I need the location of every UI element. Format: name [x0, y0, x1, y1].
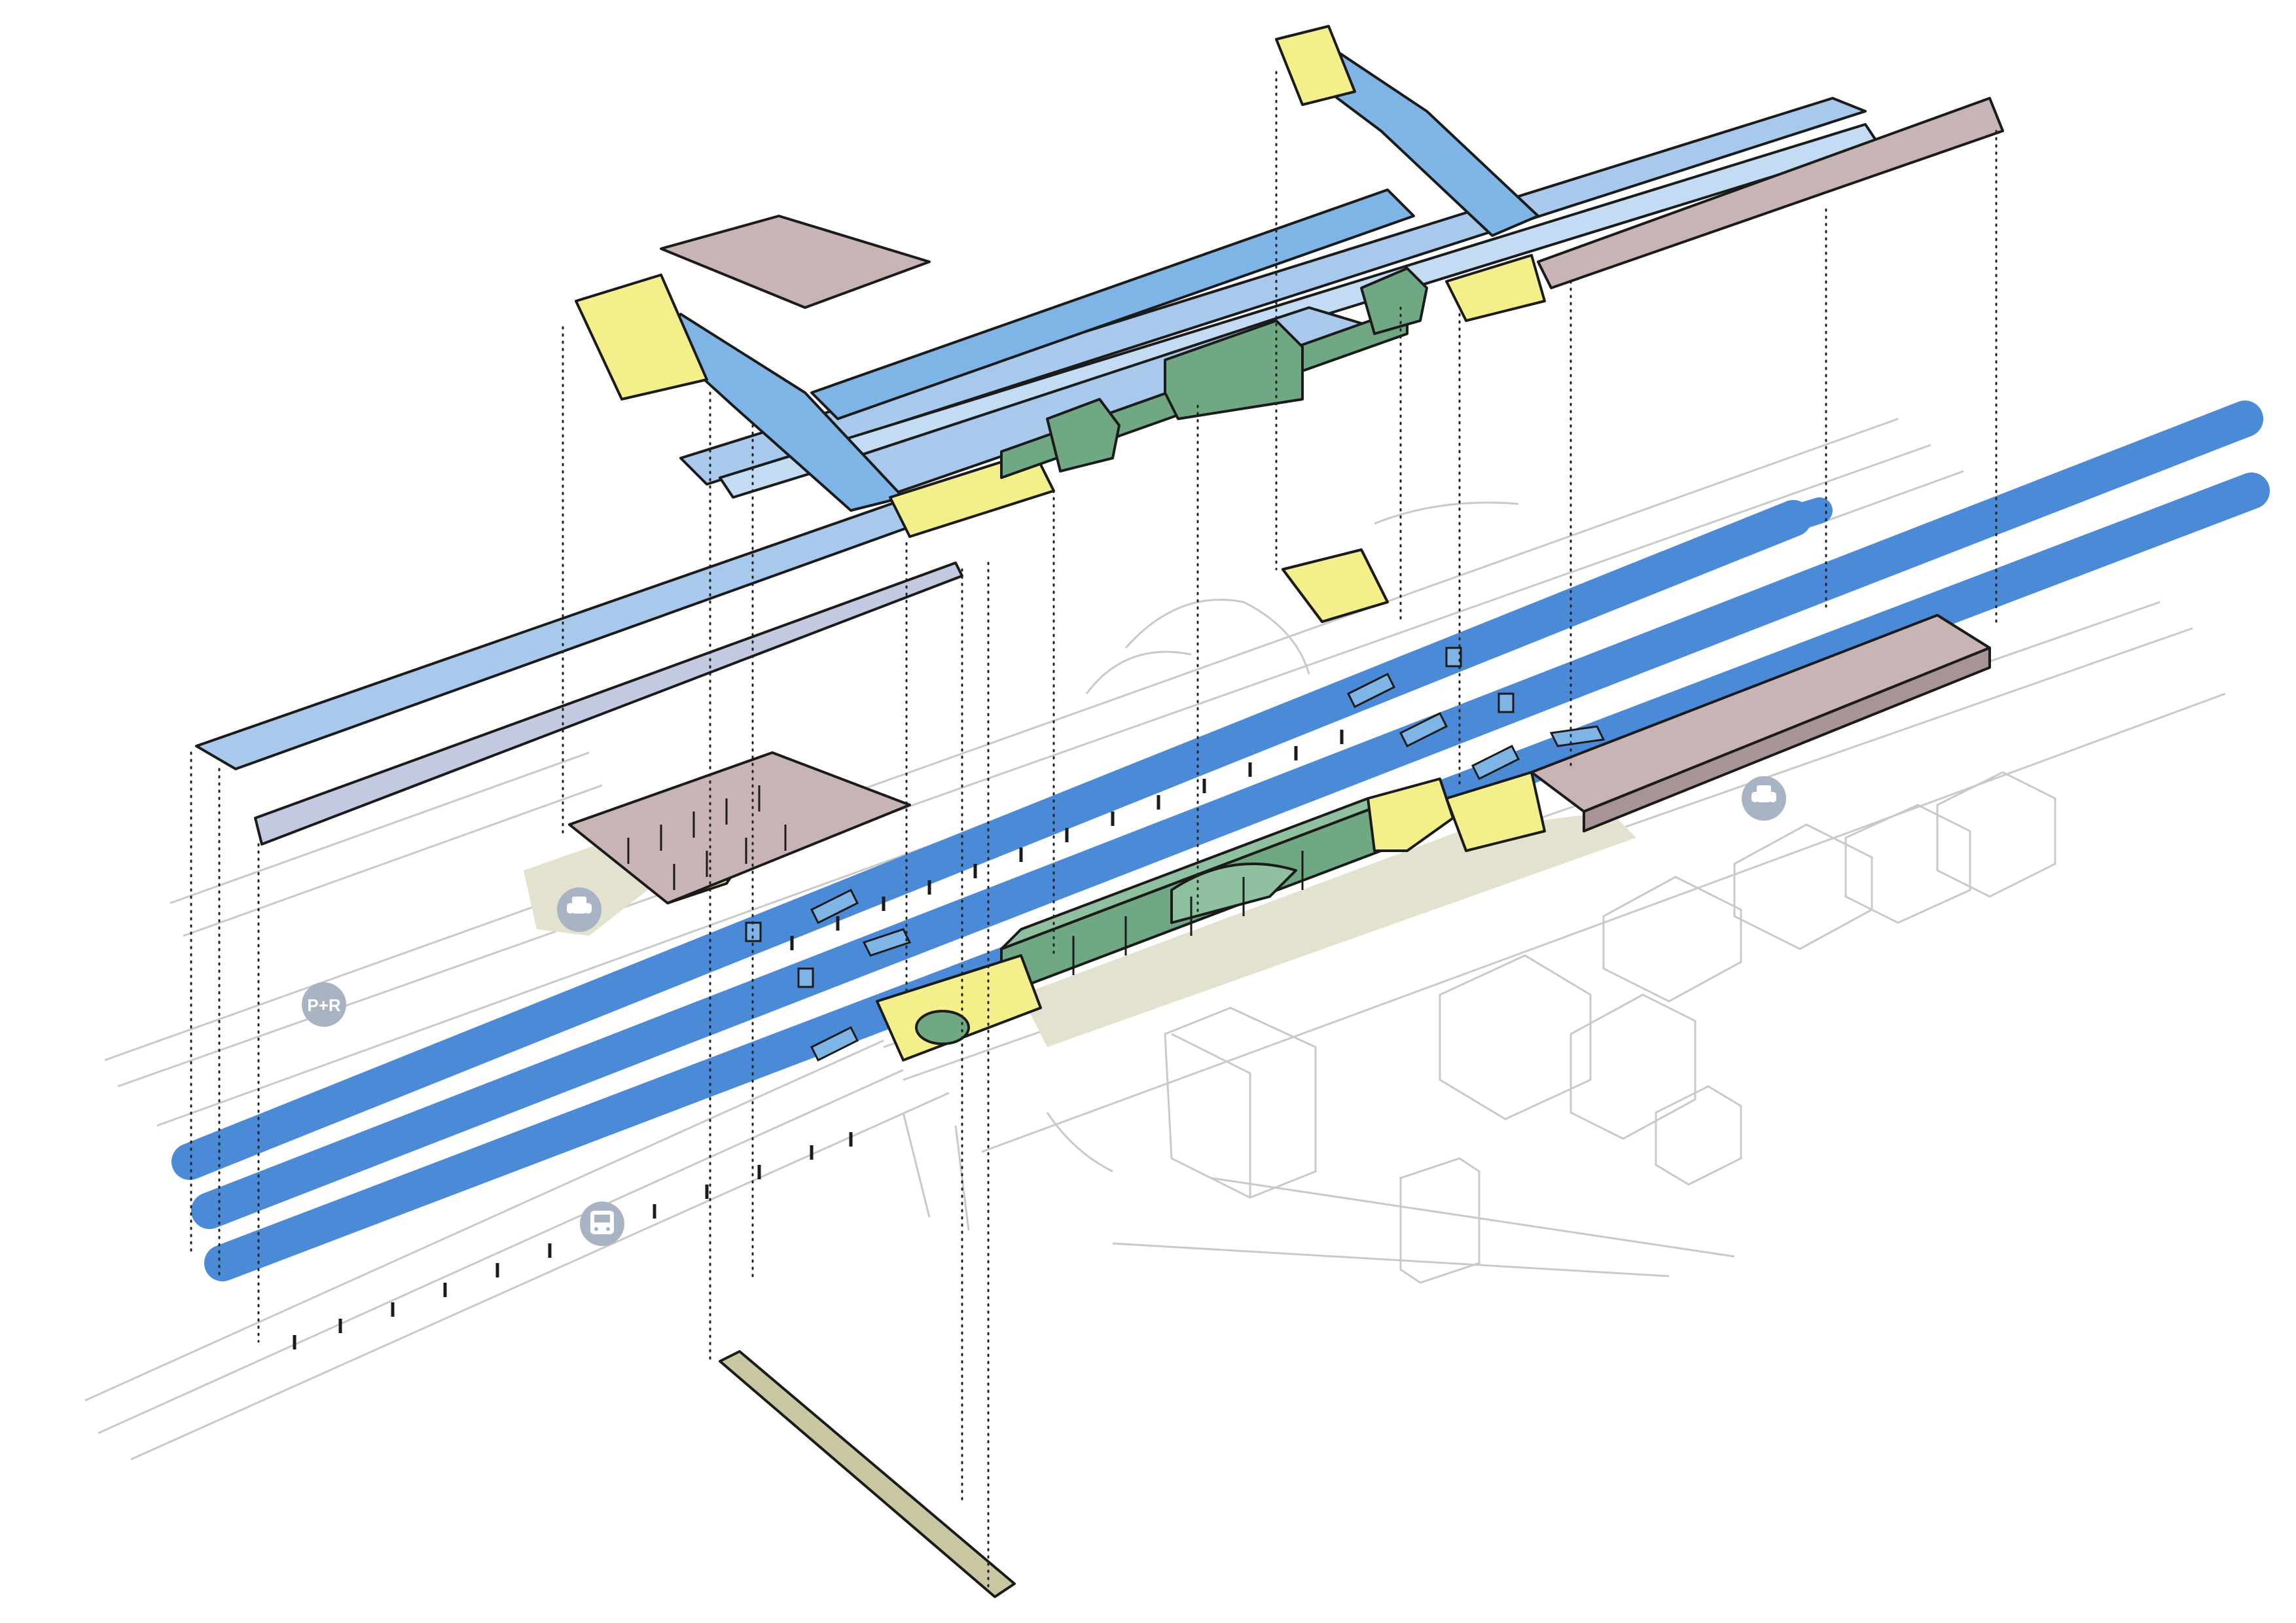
track-1 [171, 500, 1812, 1180]
svg-text:P+R: P+R [307, 995, 341, 1015]
platform-stairs [745, 647, 1605, 1062]
underpass-tunnel [719, 1350, 1016, 1598]
track-top-1 [1780, 497, 1833, 531]
track-2 [191, 401, 2263, 1229]
parking-deck [568, 751, 911, 904]
park-and-ride-icon: P+R [302, 982, 346, 1027]
context-linework [84, 418, 2226, 1461]
upper-level [575, 25, 2004, 623]
projection-lines [190, 71, 1998, 1592]
track-bands [171, 401, 2270, 1281]
taxi-icon-right [1742, 776, 1786, 821]
ground-shed-right [1530, 614, 1991, 832]
taxi-icon-left [557, 887, 601, 932]
bus-icon [580, 1202, 624, 1246]
